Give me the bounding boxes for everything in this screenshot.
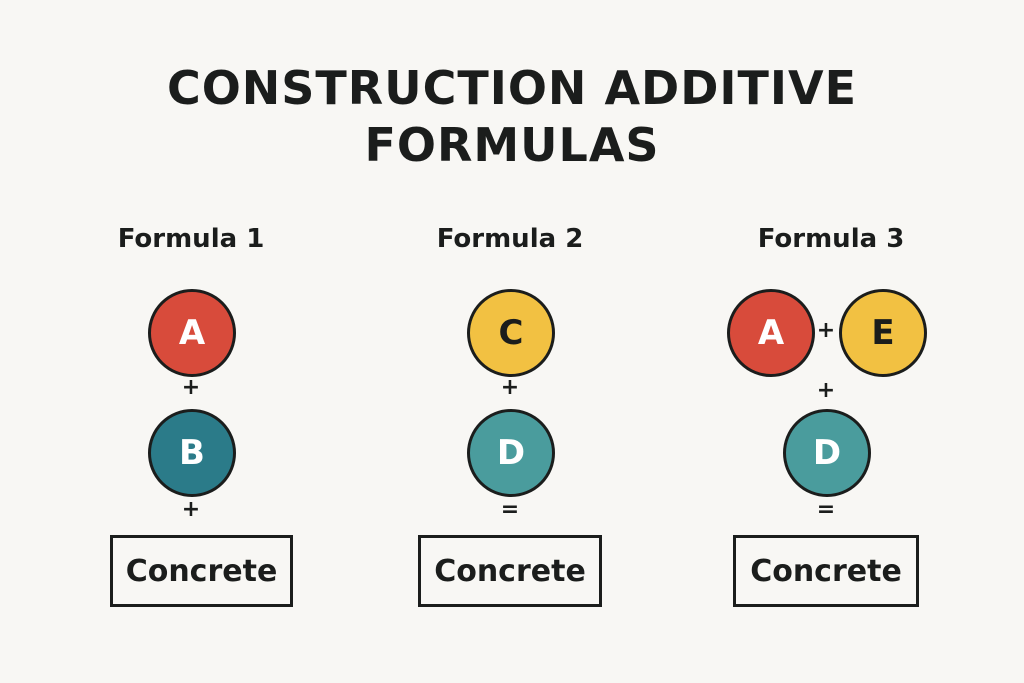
ingredient-c-circle: C [467, 289, 555, 377]
ingredient-b-circle: B [148, 409, 236, 497]
equals-operator: = [816, 497, 836, 522]
plus-operator: + [816, 378, 836, 403]
formula-1-label: Formula 1 [117, 224, 265, 254]
ingredient-d-circle: D [783, 409, 871, 497]
plus-operator: + [181, 375, 201, 400]
title-line-1: CONSTRUCTION ADDITIVE [166, 61, 858, 115]
result-concrete-box: Concrete [110, 535, 293, 607]
ingredient-a-circle: A [727, 289, 815, 377]
ingredient-d-circle: D [467, 409, 555, 497]
formula-3-label: Formula 3 [757, 224, 905, 254]
plus-operator: + [500, 375, 520, 400]
plus-operator: + [816, 318, 836, 343]
ingredient-e-circle: E [839, 289, 927, 377]
plus-operator: + [181, 497, 201, 522]
result-concrete-box: Concrete [733, 535, 919, 607]
equals-operator: = [500, 497, 520, 522]
ingredient-a-circle: A [148, 289, 236, 377]
result-concrete-box: Concrete [418, 535, 602, 607]
title-line-2: FORMULAS [364, 118, 660, 172]
formula-2-label: Formula 2 [436, 224, 584, 254]
